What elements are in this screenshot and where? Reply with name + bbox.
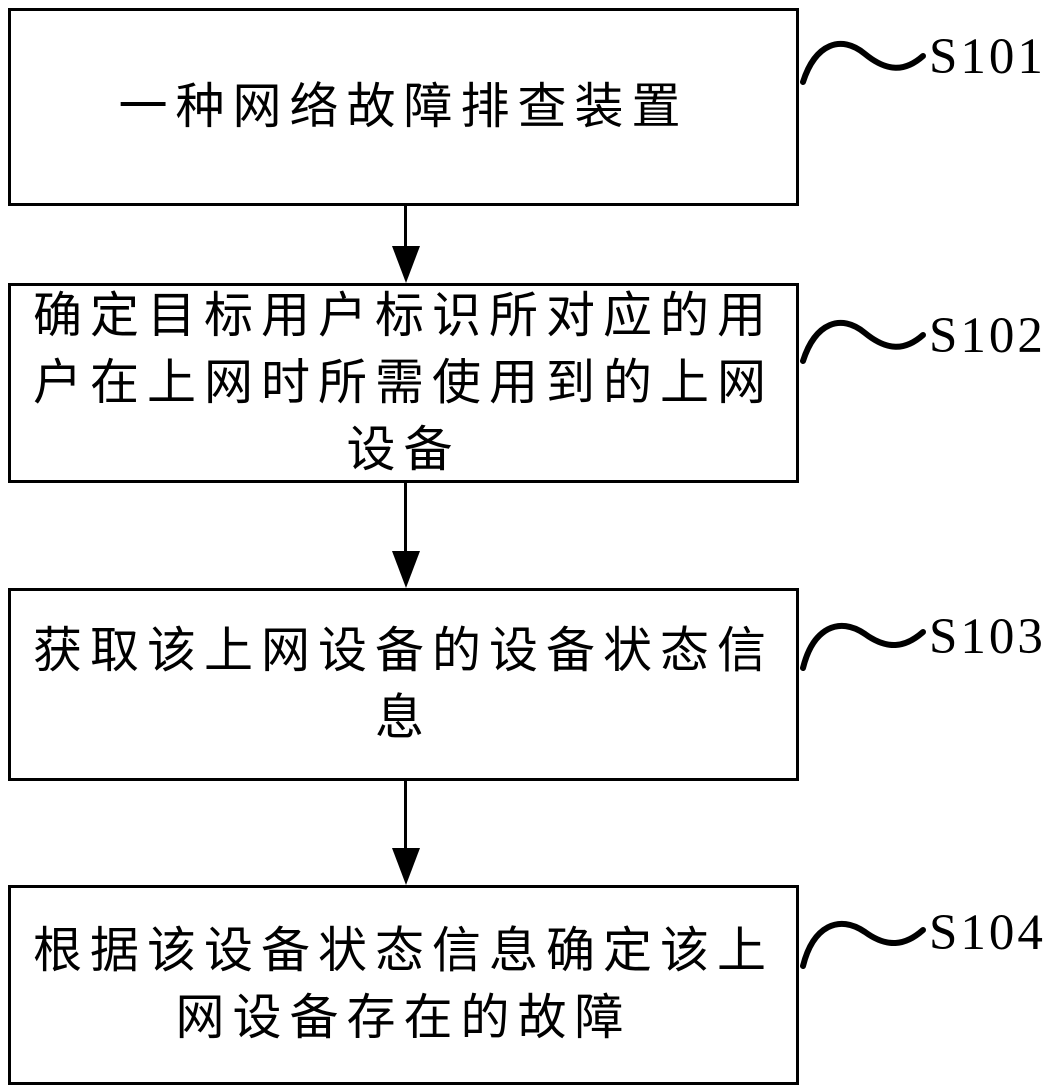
step-reference-4: S104 bbox=[799, 890, 1049, 976]
step-reference-2: S102 bbox=[799, 293, 1049, 379]
arrow-head-icon bbox=[391, 848, 420, 885]
arrow-down-connector-3 bbox=[391, 781, 420, 885]
arrow-down-connector-2 bbox=[391, 483, 420, 588]
arrow-shaft bbox=[404, 483, 407, 551]
arrow-down-connector-1 bbox=[391, 206, 420, 283]
flow-step-text-4: 根据该设备状态信息确定该上网设备存在的故障 bbox=[32, 924, 774, 1045]
flow-step-box-3: 获取该上网设备的设备状态信息 bbox=[8, 588, 799, 781]
flow-step-box-2: 确定目标用户标识所对应的用户在上网时所需使用到的上网设备 bbox=[8, 283, 799, 483]
step-number-label: S104 bbox=[929, 904, 1046, 961]
squiggle-connector-icon bbox=[800, 920, 926, 969]
flow-step-text-2: 确定目标用户标识所对应的用户在上网时所需使用到的上网设备 bbox=[32, 288, 774, 477]
step-number-label: S101 bbox=[929, 28, 1046, 85]
flow-step-box-1: 一种网络故障排查装置 bbox=[8, 8, 799, 206]
squiggle-connector-icon bbox=[800, 320, 926, 364]
squiggle-connector-icon bbox=[800, 622, 926, 671]
arrow-head-icon bbox=[391, 246, 420, 283]
flow-step-box-4: 根据该设备状态信息确定该上网设备存在的故障 bbox=[8, 885, 799, 1085]
arrow-head-icon bbox=[391, 551, 420, 588]
step-reference-1: S101 bbox=[799, 14, 1049, 100]
step-number-label: S103 bbox=[929, 608, 1046, 665]
arrow-shaft bbox=[404, 206, 407, 246]
squiggle-connector-icon bbox=[800, 41, 926, 85]
arrow-shaft bbox=[404, 781, 407, 848]
flow-step-text-3: 获取该上网设备的设备状态信息 bbox=[32, 623, 774, 745]
step-reference-3: S103 bbox=[799, 594, 1049, 680]
step-number-label: S102 bbox=[929, 307, 1046, 364]
flow-step-text-1: 一种网络故障排查装置 bbox=[118, 79, 689, 134]
